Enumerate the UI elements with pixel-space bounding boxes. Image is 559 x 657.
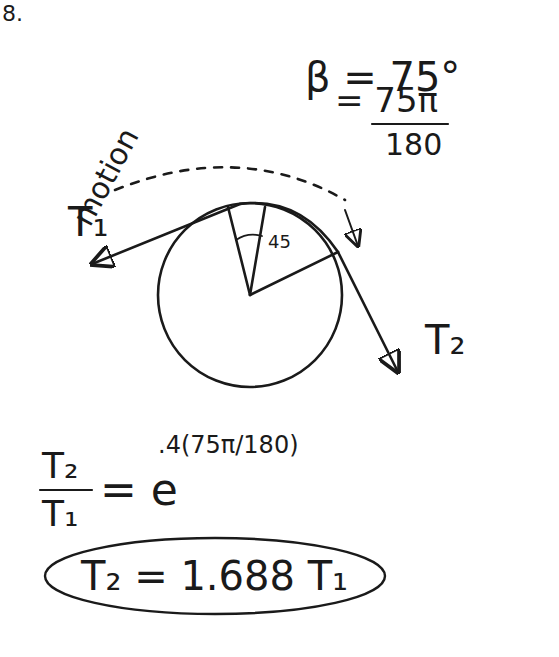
tension-label: T₂ <box>425 318 465 362</box>
equation-term: = e <box>100 466 178 514</box>
equation-term: T₁ <box>42 494 78 534</box>
radius-line <box>228 207 250 295</box>
equation-term: T₂ <box>42 446 78 486</box>
belt-wrap <box>240 203 338 252</box>
angle-conversion: 180 <box>385 128 442 161</box>
answer-text: T₂ = 1.688 T₁ <box>81 554 348 598</box>
tension-label: T₁ <box>68 200 108 244</box>
tension-line-t1 <box>92 204 240 264</box>
problem-number: 8. <box>2 2 23 26</box>
angle-label: 45 <box>268 232 291 252</box>
motion-path <box>115 167 345 200</box>
angle-arc <box>236 235 262 240</box>
radius-line <box>250 252 338 295</box>
exponent: .4(75π/180) <box>158 432 299 458</box>
tension-line-t2 <box>338 252 398 372</box>
motion-arrow <box>345 210 358 246</box>
radius-line <box>250 207 265 295</box>
pulley-circle <box>158 203 342 387</box>
fraction-bar <box>40 489 92 491</box>
fraction-bar <box>372 123 448 125</box>
angle-conversion: = 75π <box>335 82 438 119</box>
circled-answer: T₂ = 1.688 T₁ <box>43 536 387 616</box>
